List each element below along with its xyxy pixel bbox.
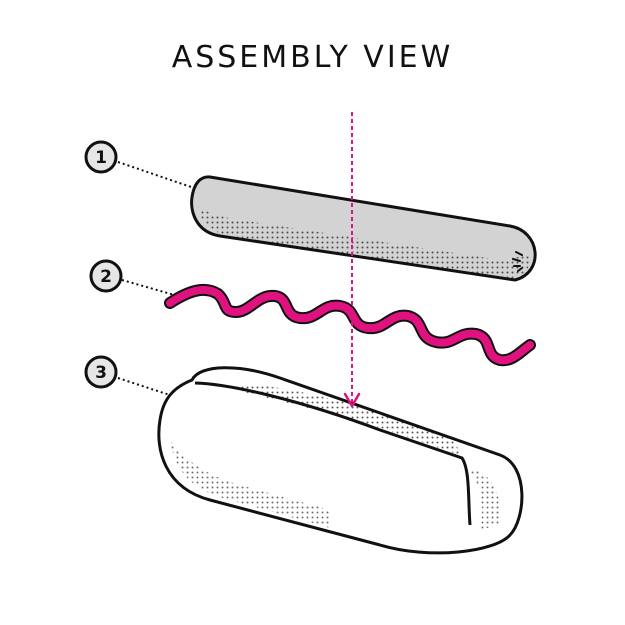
diagram-title: ASSEMBLY VIEW: [171, 40, 454, 75]
sausage-part: [190, 175, 537, 282]
callout-3: 3: [84, 355, 186, 401]
callout-number-1: 1: [95, 148, 107, 168]
bun-outer: [157, 366, 524, 555]
callout-number-3: 3: [95, 363, 107, 383]
callout-circle-2: [89, 259, 123, 293]
leader-line-1: [117, 161, 201, 191]
bun-shading-left: [170, 440, 330, 528]
leader-line-3: [117, 377, 186, 401]
leader-line-2: [121, 279, 179, 297]
sausage-shading: [198, 205, 531, 279]
arrow-head: [343, 392, 361, 408]
callout-number-2: 2: [100, 267, 112, 287]
callout-circle-1: [84, 140, 118, 174]
ketchup-part: [164, 283, 536, 367]
assembly-direction-arrow: [343, 112, 361, 408]
bun-shading-right: [470, 470, 500, 530]
bun-part: [157, 366, 524, 555]
bun-inner: [194, 381, 472, 526]
callout-2: 2: [89, 259, 179, 297]
callout-circle-3: [84, 355, 118, 389]
callout-1: 1: [84, 140, 201, 191]
sausage-end-tick-marks: [512, 251, 523, 272]
ketchup-squiggle-fill: [166, 285, 534, 365]
